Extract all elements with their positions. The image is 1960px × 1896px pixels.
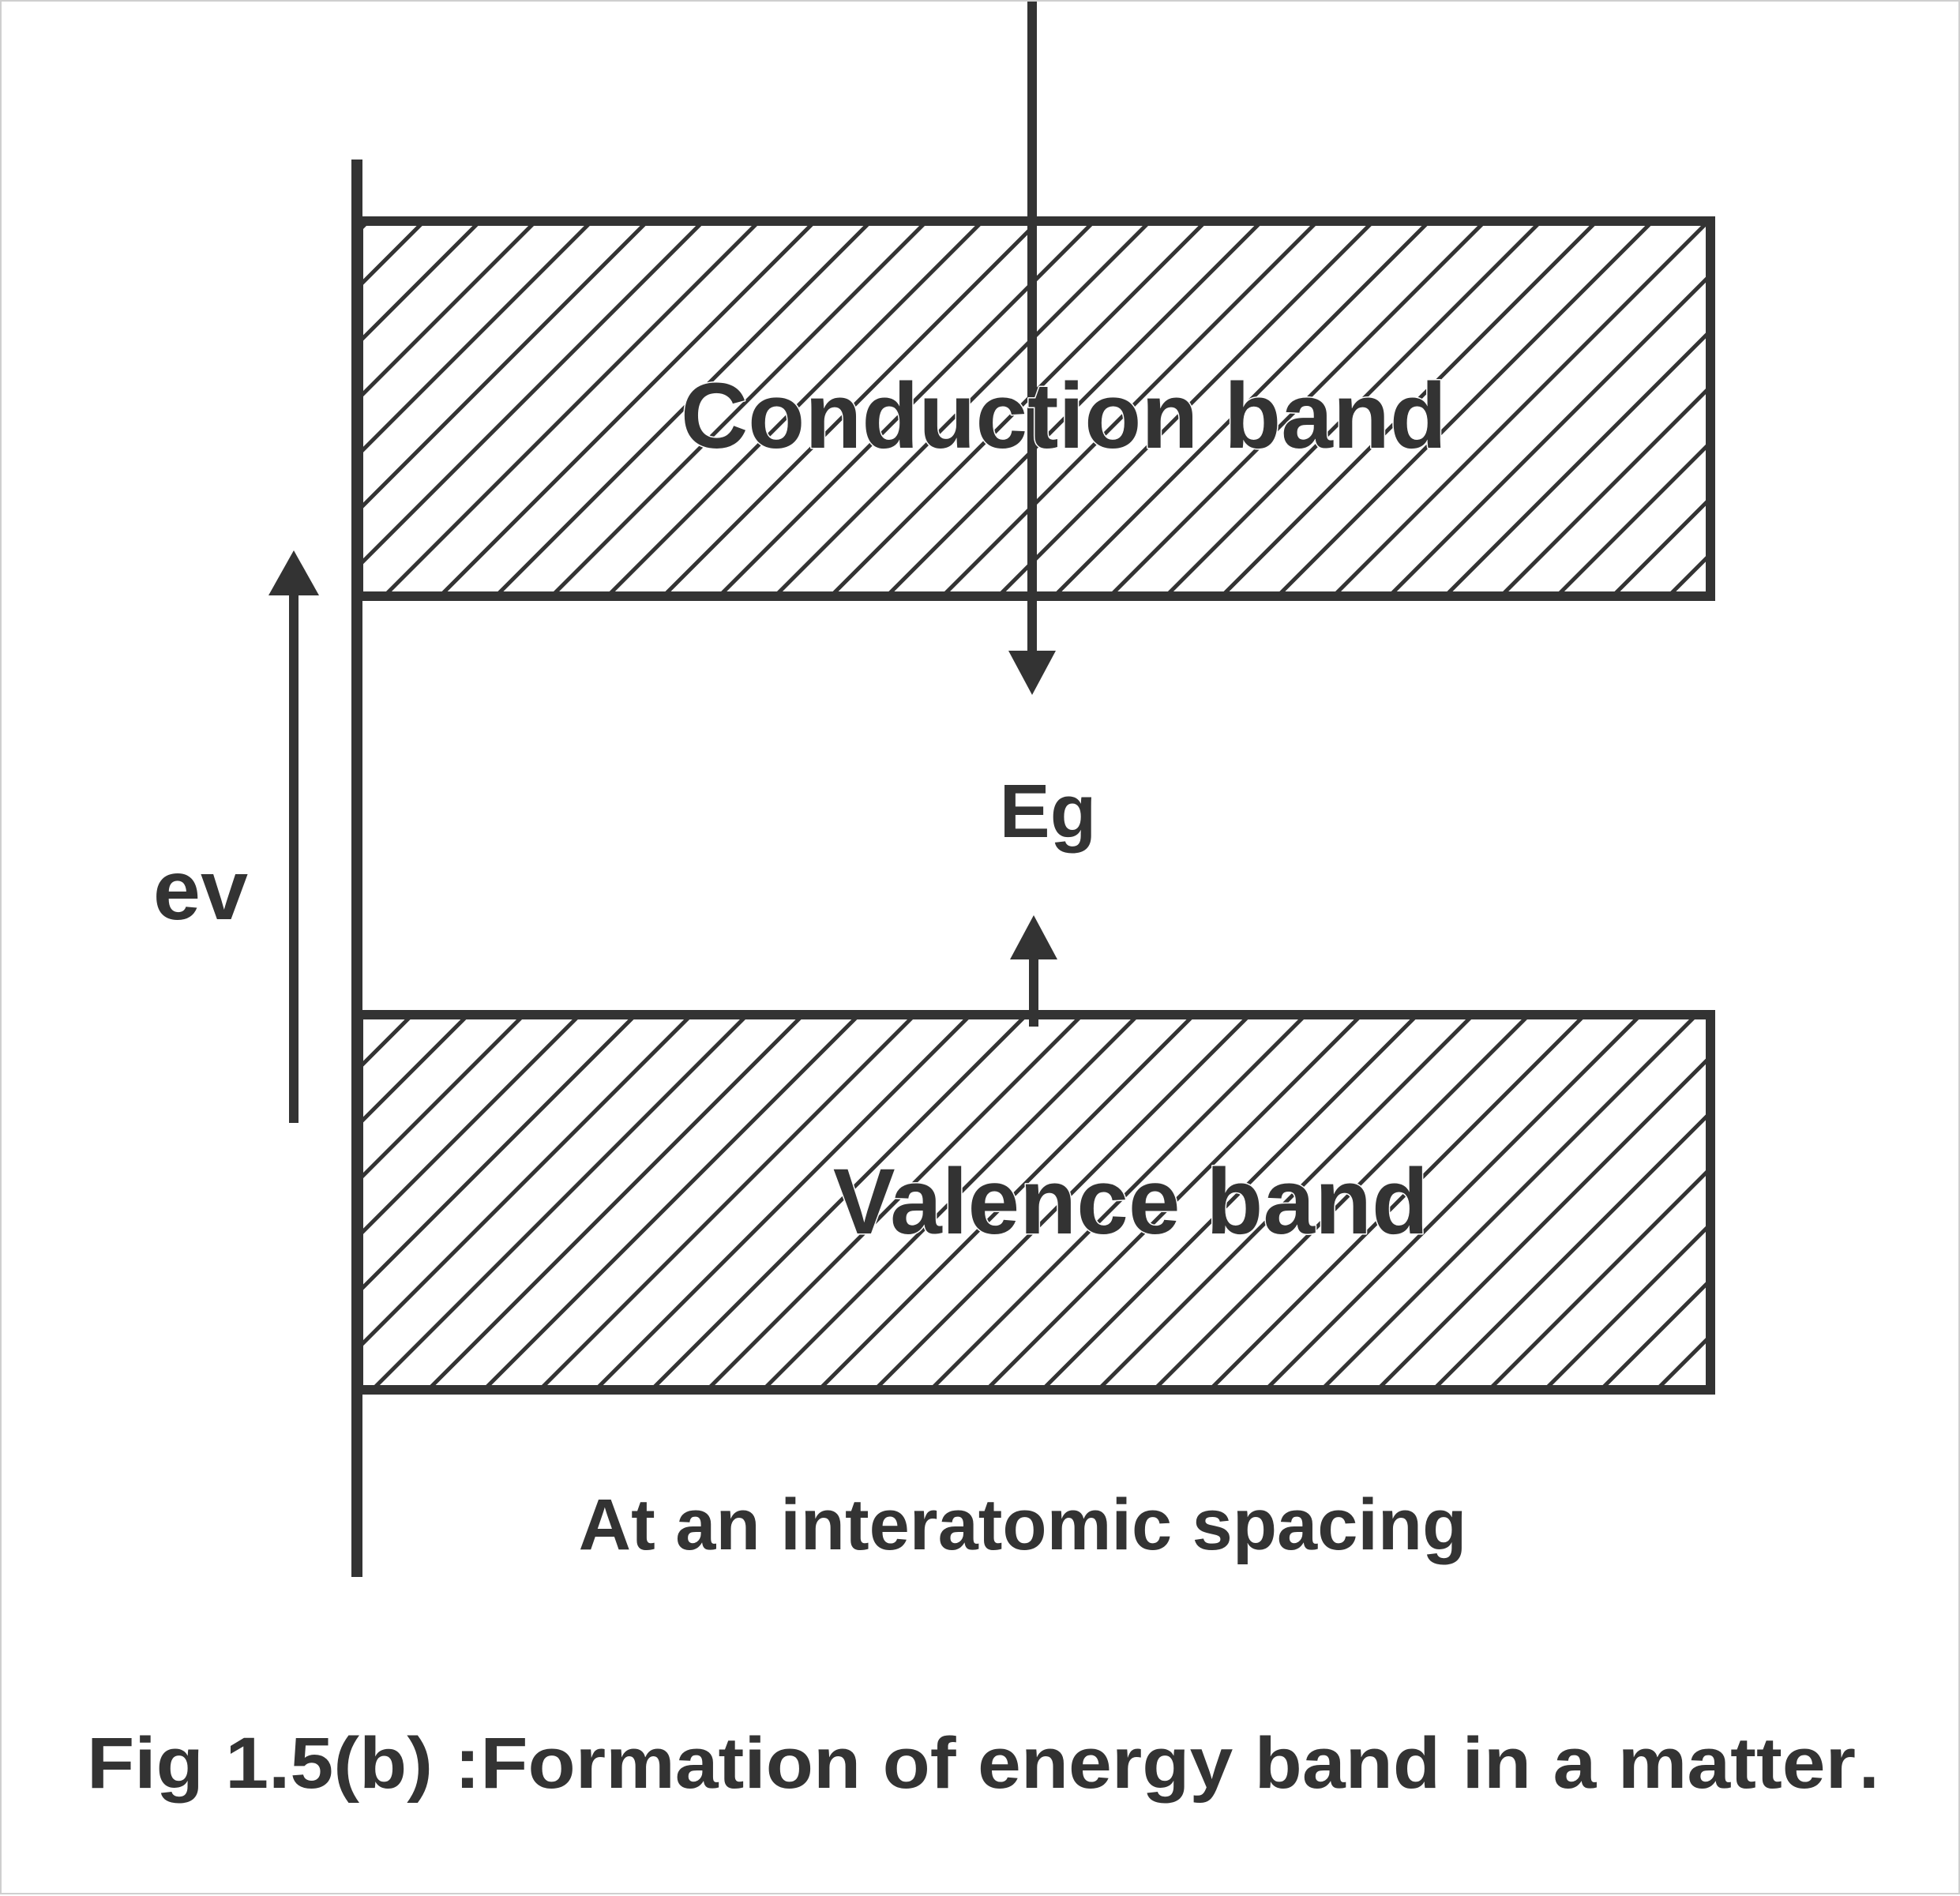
valence-band-label: Valence band (833, 1150, 1429, 1254)
conduction-band-label: Conduction band (681, 364, 1447, 468)
gap-arrow-up (1010, 915, 1057, 1027)
figure-caption-period: . (1859, 1723, 1879, 1804)
energy-axis-label: ev (153, 842, 248, 937)
valence-band (354, 1010, 1715, 1395)
interatomic-spacing-label: At an interatomic spacing (579, 1485, 1467, 1565)
figure-caption: Fig 1.5(b) :Formation of energy band in … (87, 1723, 1856, 1804)
energy-arrow (268, 550, 319, 1123)
band-gap-label: Eg (1000, 769, 1097, 854)
gap-arrow-down (1008, 2, 1056, 695)
